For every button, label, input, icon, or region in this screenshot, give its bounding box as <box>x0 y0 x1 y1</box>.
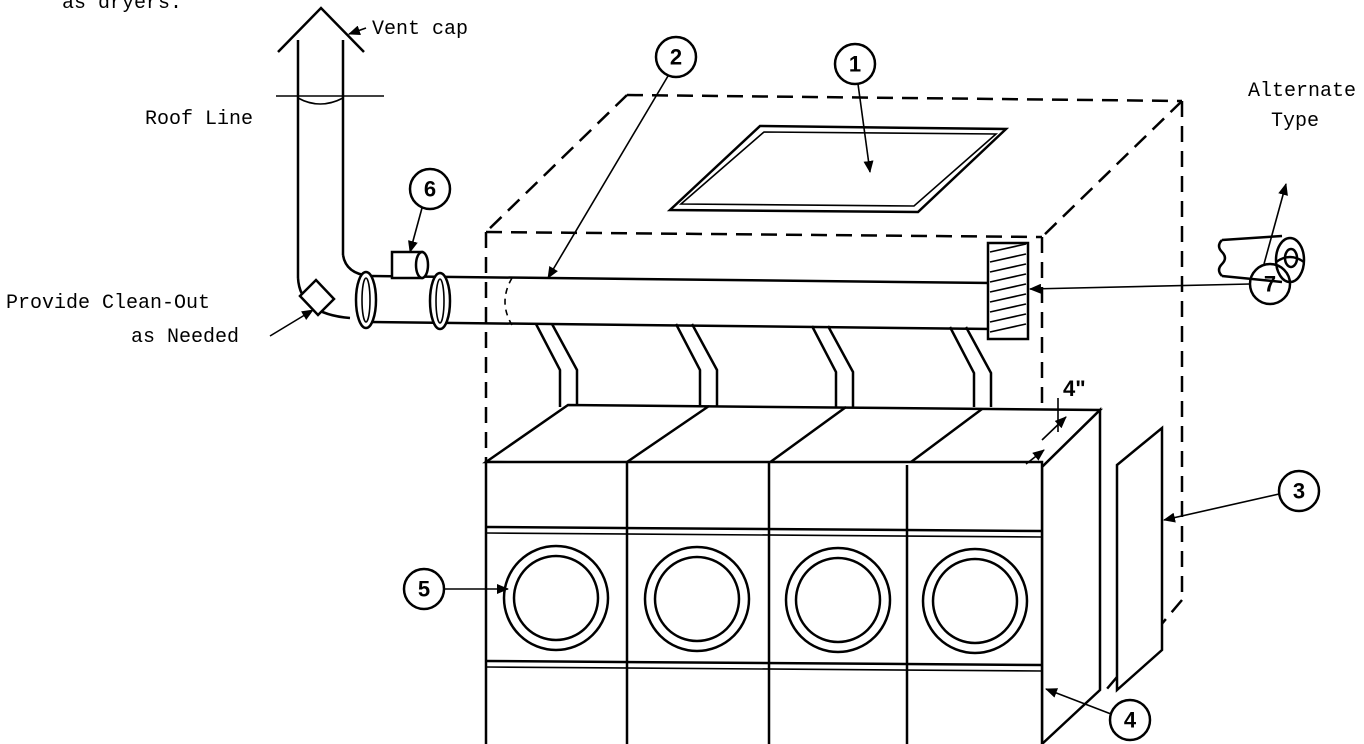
svg-text:6: 6 <box>424 177 436 202</box>
clearance-label: 4" <box>1063 376 1086 401</box>
dryer-door-4 <box>921 547 1029 655</box>
alternate-vent-icon <box>1217 234 1306 284</box>
callout-3: 3 <box>1163 469 1321 523</box>
callout-2: 2 <box>547 35 698 279</box>
svg-text:7: 7 <box>1264 272 1276 297</box>
dryer-connectors <box>534 323 993 407</box>
callout-6: 6 <box>408 167 452 253</box>
callout-5: 5 <box>402 567 509 611</box>
svg-text:2: 2 <box>670 45 682 70</box>
callout-1: 1 <box>833 42 877 173</box>
room-enclosure <box>484 93 1184 691</box>
alternate-type-label-line1: Alternate <box>1248 80 1356 103</box>
svg-text:1: 1 <box>849 52 861 77</box>
vent-cap-icon <box>277 6 365 53</box>
top-partial-text: as dryers. <box>62 0 182 15</box>
svg-text:4: 4 <box>1124 708 1137 733</box>
callout-4: 4 <box>1045 688 1152 742</box>
alternate-type-label-line2: Type <box>1271 110 1319 133</box>
clearance-marks: 4" <box>1025 376 1086 465</box>
callout-7: 7 <box>1029 183 1292 306</box>
dryer-door-3 <box>784 546 892 654</box>
clean-out-fitting <box>298 278 336 317</box>
roof-opening <box>666 124 1010 214</box>
clean-out-label-line1: Provide Clean-Out <box>6 292 210 315</box>
clean-out-label-line2: as Needed <box>131 326 239 349</box>
vent-cap-label: Vent cap <box>372 18 468 41</box>
make-up-air-panel <box>1115 425 1164 693</box>
roof-line-label: Roof Line <box>145 108 253 131</box>
dryer-door-2 <box>643 545 751 653</box>
main-exhaust-duct <box>354 241 1030 341</box>
vent-stack <box>276 6 384 320</box>
duct-coupling-right <box>428 271 452 331</box>
svg-text:5: 5 <box>418 577 430 602</box>
duct-coupling-left <box>354 270 378 330</box>
dryer-door-1 <box>502 544 610 652</box>
dryer-bank <box>482 403 1104 744</box>
svg-text:3: 3 <box>1293 479 1305 504</box>
